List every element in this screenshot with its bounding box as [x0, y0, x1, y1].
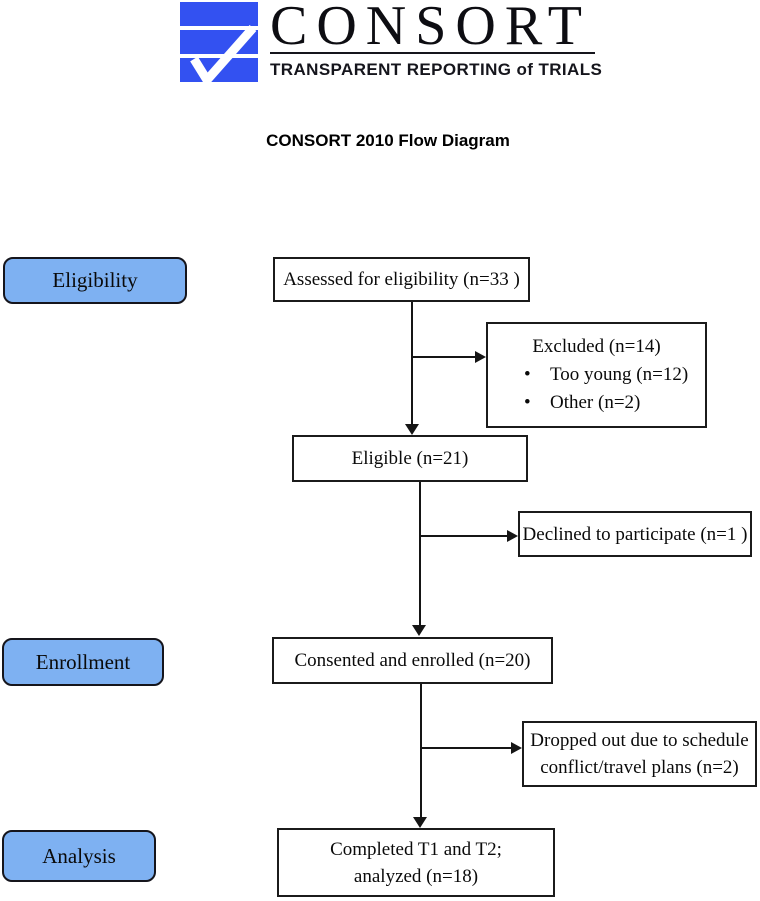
excluded-item-text: Too young (n=12) — [550, 364, 689, 385]
logo-divider — [270, 52, 595, 54]
arrowhead-down-icon — [412, 625, 426, 636]
box-dropped-out: Dropped out due to schedule conflict/tra… — [522, 721, 757, 787]
completed-line1: Completed T1 and T2; — [330, 838, 502, 860]
checkmark-icon — [190, 25, 257, 82]
arrowhead-right-icon — [475, 351, 486, 363]
dropped-line2: conflict/travel plans (n=2) — [540, 757, 739, 778]
arrowhead-right-icon — [511, 742, 522, 754]
dropped-line1: Dropped out due to schedule — [530, 730, 749, 751]
connector-branch-to-declined — [420, 535, 508, 537]
connector-branch-to-excluded — [412, 356, 476, 358]
arrowhead-down-icon — [405, 424, 419, 435]
logo-wordmark: CONSORT — [270, 0, 592, 57]
completed-line2: analyzed (n=18) — [353, 865, 479, 887]
logo-bar-top — [180, 2, 258, 26]
excluded-item: • Other (n=2) — [488, 389, 705, 417]
arrowhead-right-icon — [507, 530, 518, 542]
stage-label-eligibility: Eligibility — [3, 257, 187, 304]
box-excluded: Excluded (n=14) • Too young (n=12) • Oth… — [486, 322, 707, 428]
stage-label-enrollment: Enrollment — [2, 638, 164, 686]
consort-check-logo-icon — [180, 2, 258, 82]
box-assessed-for-eligibility: Assessed for eligibility (n=33 ) — [273, 257, 530, 302]
connector-branch-to-dropped — [421, 747, 512, 749]
page-title: CONSORT 2010 Flow Diagram — [266, 131, 510, 150]
connector-consented-to-completed — [420, 684, 422, 819]
box-consented-and-enrolled: Consented and enrolled (n=20) — [272, 637, 553, 684]
bullet-icon: • — [524, 364, 531, 385]
connector-eligible-to-consented — [419, 482, 421, 626]
box-declined-to-participate: Declined to participate (n=1 ) — [518, 511, 752, 557]
connector-assessed-to-eligible — [411, 302, 413, 426]
box-eligible: Eligible (n=21) — [292, 435, 528, 482]
excluded-title: Excluded (n=14) — [532, 336, 661, 357]
arrowhead-down-icon — [413, 817, 427, 828]
excluded-item: • Too young (n=12) — [488, 361, 705, 389]
logo-tagline: TRANSPARENT REPORTING of TRIALS — [270, 60, 603, 79]
box-completed-analyzed: Completed T1 and T2; analyzed (n=18) — [277, 828, 555, 897]
bullet-icon: • — [524, 392, 531, 413]
excluded-item-text: Other (n=2) — [550, 392, 641, 413]
stage-label-analysis: Analysis — [2, 830, 156, 882]
